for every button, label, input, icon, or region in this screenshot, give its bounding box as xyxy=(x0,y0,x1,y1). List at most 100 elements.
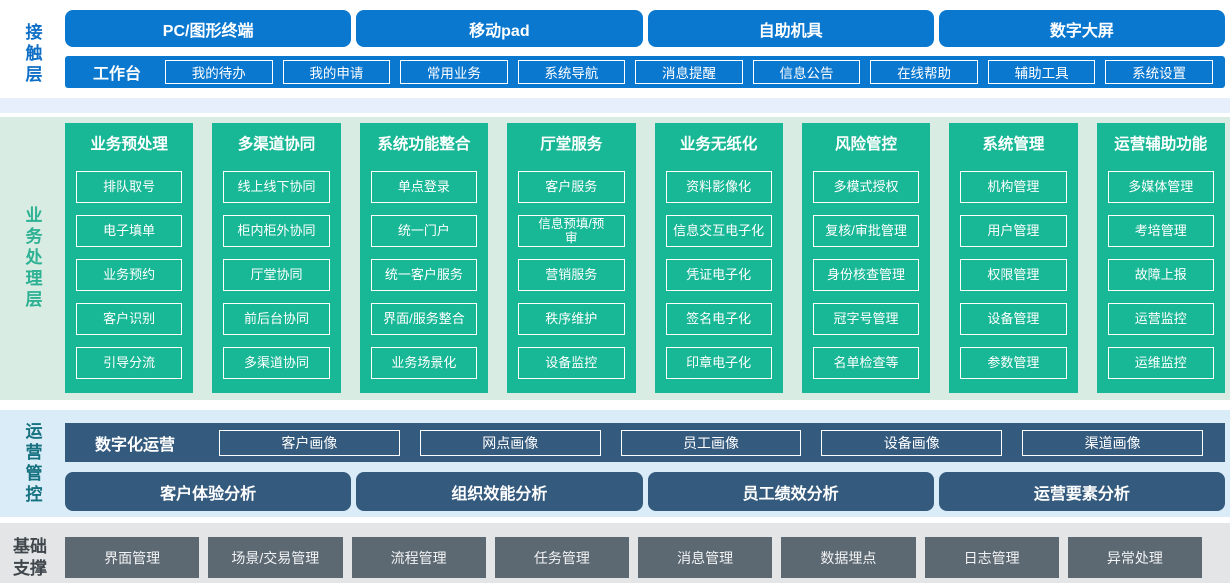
foundation-item-ui-mgmt[interactable]: 界面管理 xyxy=(65,537,200,578)
foundation-items-row: 界面管理 场景/交易管理 流程管理 任务管理 消息管理 数据埋点 日志管理 异常… xyxy=(65,537,1202,578)
business-columns: 业务预处理 排队取号 电子填单 业务预约 客户识别 引导分流 多渠道协同 线上线… xyxy=(65,123,1225,393)
workbench-item-my-todo[interactable]: 我的待办 xyxy=(165,60,273,84)
feature-item[interactable]: 故障上报 xyxy=(1107,259,1214,291)
column-ops-auxiliary: 运营辅助功能 多媒体管理 考培管理 故障上报 运营监控 运维监控 xyxy=(1096,123,1225,393)
feature-item[interactable]: 设备管理 xyxy=(960,303,1067,335)
business-layer-label: 业务处理层 xyxy=(22,206,42,311)
profile-item-customer[interactable]: 客户画像 xyxy=(219,429,400,456)
feature-item[interactable]: 信息交互电子化 xyxy=(665,215,772,247)
workbench-item-my-apply[interactable]: 我的申请 xyxy=(282,60,391,84)
foundation-item-task-mgmt[interactable]: 任务管理 xyxy=(494,537,629,578)
feature-item[interactable]: 复核/审批管理 xyxy=(812,215,920,247)
analysis-customer-experience[interactable]: 客户体验分析 xyxy=(65,472,352,511)
terminal-selfservice-button[interactable]: 自助机具 xyxy=(647,10,934,47)
feature-item[interactable]: 电子填单 xyxy=(76,215,183,247)
analysis-ops-factors[interactable]: 运营要素分析 xyxy=(938,472,1225,511)
feature-item[interactable]: 冠字号管理 xyxy=(812,303,920,335)
feature-item[interactable]: 凭证电子化 xyxy=(665,259,772,291)
column-title: 系统功能整合 xyxy=(377,136,471,153)
feature-item[interactable]: 参数管理 xyxy=(960,347,1067,379)
profile-item-device[interactable]: 设备画像 xyxy=(821,429,1003,456)
foundation-item-process-mgmt[interactable]: 流程管理 xyxy=(351,537,486,578)
feature-item[interactable]: 多渠道协同 xyxy=(223,347,330,379)
operations-control-layer: 运营管控 数字化运营 客户画像 网点画像 员工画像 设备画像 渠道画像 客户体验… xyxy=(0,410,1230,517)
feature-item[interactable]: 厅堂协同 xyxy=(223,259,330,291)
column-system-integration: 系统功能整合 单点登录 统一门户 统一客户服务 界面/服务整合 业务场景化 xyxy=(359,123,489,393)
column-business-preprocess: 业务预处理 排队取号 电子填单 业务预约 客户识别 引导分流 xyxy=(65,123,194,393)
profile-item-employee[interactable]: 员工画像 xyxy=(620,429,802,456)
column-title: 风险管控 xyxy=(835,136,898,153)
feature-item[interactable]: 线上线下协同 xyxy=(223,171,330,203)
terminal-pad-button[interactable]: 移动pad xyxy=(356,10,643,47)
workbench-label: 工作台 xyxy=(93,66,142,83)
profile-item-channel[interactable]: 渠道画像 xyxy=(1022,429,1203,456)
foundation-item-scene-txn-mgmt[interactable]: 场景/交易管理 xyxy=(208,537,343,578)
foundation-item-log-mgmt[interactable]: 日志管理 xyxy=(924,537,1059,578)
feature-item[interactable]: 设备监控 xyxy=(518,347,625,379)
workbench-bar: 工作台 我的待办 我的申请 常用业务 系统导航 消息提醒 信息公告 在线帮助 辅… xyxy=(65,56,1225,88)
terminal-pc-button[interactable]: PC/图形终端 xyxy=(65,10,352,47)
feature-item[interactable]: 客户识别 xyxy=(76,303,183,335)
contact-layer-label: 接触层 xyxy=(22,22,42,86)
feature-item[interactable]: 用户管理 xyxy=(960,215,1067,247)
digital-operations-bar: 数字化运营 客户画像 网点画像 员工画像 设备画像 渠道画像 xyxy=(65,423,1225,462)
terminal-row: PC/图形终端 移动pad 自助机具 数字大屏 xyxy=(65,10,1225,47)
profile-item-branch[interactable]: 网点画像 xyxy=(419,429,601,456)
digital-operations-items: 客户画像 网点画像 员工画像 设备画像 渠道画像 xyxy=(219,429,1203,456)
column-title: 多渠道协同 xyxy=(237,136,316,153)
workbench-item-system-settings[interactable]: 系统设置 xyxy=(1105,60,1213,84)
workbench-item-common-business[interactable]: 常用业务 xyxy=(400,60,508,84)
feature-item[interactable]: 引导分流 xyxy=(76,347,183,379)
feature-item[interactable]: 单点登录 xyxy=(370,171,478,203)
feature-item[interactable]: 权限管理 xyxy=(960,259,1067,291)
workbench-item-system-nav[interactable]: 系统导航 xyxy=(517,60,626,84)
feature-item[interactable]: 界面/服务整合 xyxy=(370,303,478,335)
feature-item[interactable]: 资料影像化 xyxy=(665,171,772,203)
workbench-item-aux-tools[interactable]: 辅助工具 xyxy=(987,60,1096,84)
workbench-item-info-notice[interactable]: 信息公告 xyxy=(752,60,861,84)
feature-item[interactable]: 运维监控 xyxy=(1107,347,1214,379)
analysis-employee-performance[interactable]: 员工绩效分析 xyxy=(647,472,934,511)
contact-layer-underline-strip xyxy=(0,98,1230,113)
feature-item[interactable]: 信息预填/预审 xyxy=(518,215,625,247)
feature-item[interactable]: 排队取号 xyxy=(76,171,183,203)
feature-item[interactable]: 机构管理 xyxy=(960,171,1067,203)
foundation-layer-label: 基础支撑 xyxy=(13,536,47,578)
feature-item[interactable]: 签名电子化 xyxy=(665,303,772,335)
feature-item[interactable]: 考培管理 xyxy=(1107,215,1214,247)
feature-item[interactable]: 统一门户 xyxy=(370,215,478,247)
operations-layer-label: 运营管控 xyxy=(22,421,42,506)
foundation-item-data-tracking[interactable]: 数据埋点 xyxy=(781,537,916,578)
digital-operations-label: 数字化运营 xyxy=(95,436,176,454)
feature-item[interactable]: 运营监控 xyxy=(1107,303,1214,335)
foundation-support-layer: 基础支撑 界面管理 场景/交易管理 流程管理 任务管理 消息管理 数据埋点 日志… xyxy=(0,523,1230,583)
feature-item[interactable]: 身份核查管理 xyxy=(812,259,920,291)
analysis-row: 客户体验分析 组织效能分析 员工绩效分析 运营要素分析 xyxy=(65,472,1225,511)
workbench-item-online-help[interactable]: 在线帮助 xyxy=(870,60,978,84)
analysis-org-efficiency[interactable]: 组织效能分析 xyxy=(356,472,643,511)
feature-item[interactable]: 营销服务 xyxy=(518,259,625,291)
contact-layer: 接触层 PC/图形终端 移动pad 自助机具 数字大屏 工作台 我的待办 我的申… xyxy=(0,10,1230,98)
foundation-item-exception-handling[interactable]: 异常处理 xyxy=(1067,537,1202,578)
terminal-bigscreen-button[interactable]: 数字大屏 xyxy=(938,10,1225,47)
column-title: 系统管理 xyxy=(982,136,1045,153)
feature-item[interactable]: 多模式授权 xyxy=(812,171,920,203)
feature-item[interactable]: 名单检查等 xyxy=(812,347,920,379)
feature-item[interactable]: 秩序维护 xyxy=(518,303,625,335)
foundation-item-message-mgmt[interactable]: 消息管理 xyxy=(638,537,773,578)
workbench-item-message-alert[interactable]: 消息提醒 xyxy=(635,60,743,84)
feature-item[interactable]: 业务场景化 xyxy=(370,347,478,379)
feature-item[interactable]: 柜内柜外协同 xyxy=(223,215,330,247)
feature-item[interactable]: 多媒体管理 xyxy=(1107,171,1214,203)
column-paperless: 业务无纸化 资料影像化 信息交互电子化 凭证电子化 签名电子化 印章电子化 xyxy=(654,123,783,393)
column-title: 运营辅助功能 xyxy=(1114,136,1208,153)
feature-item[interactable]: 客户服务 xyxy=(518,171,625,203)
column-hall-service: 厅堂服务 客户服务 信息预填/预审 营销服务 秩序维护 设备监控 xyxy=(507,123,636,393)
feature-item[interactable]: 统一客户服务 xyxy=(370,259,478,291)
feature-item[interactable]: 前后台协同 xyxy=(223,303,330,335)
feature-item[interactable]: 印章电子化 xyxy=(665,347,772,379)
column-risk-control: 风险管控 多模式授权 复核/审批管理 身份核查管理 冠字号管理 名单检查等 xyxy=(801,123,931,393)
column-multichannel-collab: 多渠道协同 线上线下协同 柜内柜外协同 厅堂协同 前后台协同 多渠道协同 xyxy=(212,123,341,393)
feature-item[interactable]: 业务预约 xyxy=(76,259,183,291)
column-title: 业务无纸化 xyxy=(679,136,758,153)
